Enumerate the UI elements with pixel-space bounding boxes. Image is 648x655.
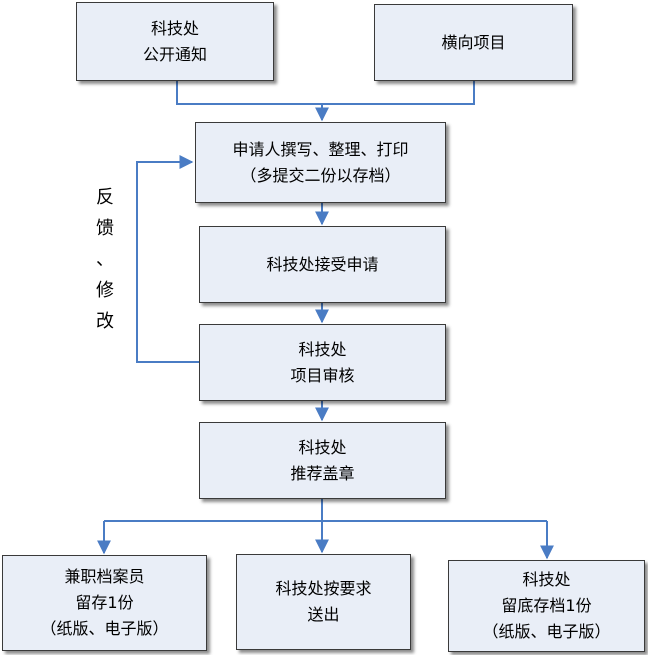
node-recommend-seal: 科技处 推荐盖章: [199, 422, 446, 499]
node-office-archive: 科技处 留底存档1份 （纸版、电子版）: [448, 560, 645, 652]
feedback-loop-arrow: [136, 155, 199, 363]
node-archivist-keep: 兼职档案员 留存1份 （纸版、电子版）: [2, 555, 207, 651]
node-project-review: 科技处 项目审核: [199, 324, 446, 401]
node-accept-application: 科技处接受申请: [199, 226, 446, 303]
connector-split: [104, 499, 547, 522]
node-notice: 科技处 公开通知: [76, 2, 274, 81]
connector-notice-merge: [176, 81, 475, 105]
node-horizontal-project: 横向项目: [374, 4, 573, 81]
node-send-out: 科技处按要求 送出: [236, 554, 411, 650]
node-applicant-prepare: 申请人撰写、整理、打印 （多提交二份以存档）: [195, 122, 446, 203]
feedback-label: 反 馈 、 修 改: [96, 187, 114, 332]
